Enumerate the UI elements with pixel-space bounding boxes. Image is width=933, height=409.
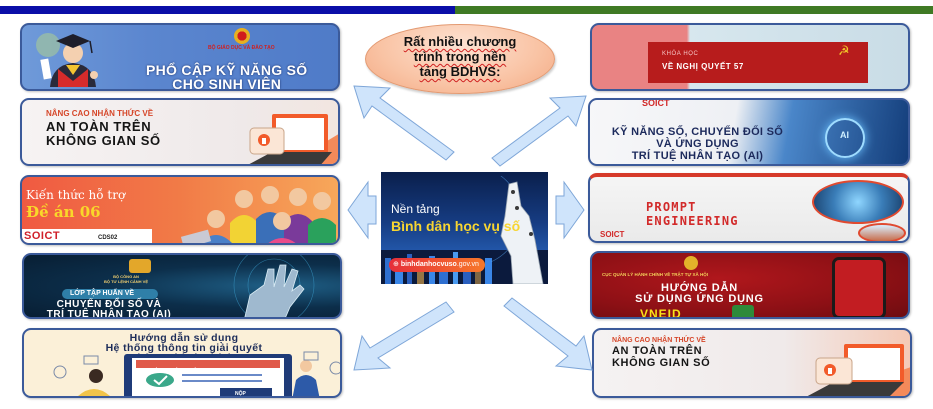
title-line: PHỔ CẬP KỸ NĂNG SỐ: [146, 62, 308, 78]
course-title: PROMPT ENGINEERING: [646, 200, 739, 228]
callout-text: Rất nhiều chương trình trong nền tảng BD…: [366, 34, 554, 79]
course-title: VỀ NGHỊ QUYẾT 57: [662, 62, 744, 71]
screen-header-label: THỦ TỤC HÀNH CHÍNH: [148, 368, 203, 374]
course-title: AN TOÀN TRÊN KHÔNG GIAN SỐ: [46, 120, 161, 148]
course-subtitle: NÂNG CAO NHẬN THỨC VỀ: [46, 109, 154, 118]
arrow-left-icon: [347, 180, 377, 240]
course-title: HƯỚNG DẪN SỬ DỤNG ỨNG DỤNG: [592, 283, 807, 305]
course-subtitle: Kiến thức hỗ trợ: [26, 188, 126, 202]
platform-url[interactable]: ⊕ binhdanhocvuso.gov.vn: [393, 260, 479, 268]
callout-line: tảng BDHVS:: [419, 64, 501, 79]
org-line: BỘ CÔNG AN: [113, 274, 139, 279]
course-card-prompt-engineering[interactable]: PROMPT ENGINEERING SOICT: [588, 173, 910, 243]
laptop-lock-illustration: [807, 344, 910, 396]
title-line: Hướng dẫn sử dụng: [129, 332, 239, 344]
ai-chip-icon: [825, 118, 865, 158]
title-line: SỬ DỤNG ỨNG DỤNG: [635, 293, 764, 305]
vneid-app-icon: [732, 305, 754, 317]
callout-line: Rất nhiều chương: [403, 34, 517, 49]
platform-label: Nền tảng: [391, 202, 440, 216]
course-card-online-safety-2[interactable]: NÂNG CAO NHẬN THỨC VỀ AN TOÀN TRÊN KHÔNG…: [592, 328, 912, 398]
title-line: CHUYỂN ĐỔI SỐ VÀ: [56, 299, 162, 310]
header-bar-blue: [0, 6, 455, 14]
laptop-lock-illustration: [249, 114, 338, 164]
ai-label: AI: [840, 130, 849, 140]
course-subtitle: KHÓA HỌC: [662, 51, 699, 57]
title-line: VÀ ỨNG DỤNG: [656, 138, 739, 150]
national-emblem-icon: [234, 28, 250, 44]
title-line: KHÔNG GIAN SỐ: [612, 357, 711, 369]
ai-image-circle: [812, 180, 904, 224]
course-card-online-safety[interactable]: NÂNG CAO NHẬN THỨC VỀ AN TOÀN TRÊN KHÔNG…: [20, 98, 340, 166]
title-line: KỸ NĂNG SỐ, CHUYỂN ĐỔI SỐ: [611, 126, 784, 138]
course-code: CDS02: [98, 235, 118, 241]
platform-banner[interactable]: Nền tảng Bình dân học vụ số ⊕ binhdanhoc…: [381, 172, 548, 284]
robot-hand-illustration: [491, 176, 544, 284]
arrow-up-right-icon: [491, 95, 587, 167]
title-line: HƯỚNG DẪN: [660, 282, 739, 294]
soict-logo: SOICT: [24, 230, 61, 242]
platform-name: Bình dân học vụ số: [391, 218, 521, 234]
arrow-down-right-icon: [503, 297, 593, 371]
title-line: KHÔNG GIAN SỐ: [46, 133, 161, 148]
arrow-up-left-icon: [353, 85, 455, 161]
arrow-down-left-icon: [353, 301, 455, 371]
submit-button-label: NỘP: [235, 391, 246, 397]
group-of-people-illustration: [180, 186, 336, 243]
soict-logo: SOICT: [600, 230, 625, 239]
arrow-right-icon: [555, 180, 585, 240]
card-footer: [22, 229, 152, 243]
course-title: KỸ NĂNG SỐ, CHUYỂN ĐỔI SỐ VÀ ỨNG DỤNG TR…: [590, 126, 805, 162]
title-line: ENGINEERING: [646, 214, 739, 228]
title-line: CHO SINH VIÊN: [172, 76, 282, 91]
soict-logo: SOICT: [642, 98, 670, 108]
police-emblem-icon: [684, 256, 698, 270]
header-bar-green: [455, 6, 933, 14]
callout-line: trình trong nền: [413, 49, 507, 64]
title-line: PROMPT: [646, 200, 697, 214]
course-card-digital-skills-ai[interactable]: SOICT KỸ NĂNG SỐ, CHUYỂN ĐỔI SỐ VÀ ỨNG D…: [588, 98, 910, 166]
url-domain: binhdanhocvuso: [400, 261, 457, 268]
phone-illustration: [832, 257, 886, 317]
course-title: Đề án 06: [26, 203, 101, 221]
course-card-digital-skills-students[interactable]: BỘ GIÁO DỤC VÀ ĐÀO TẠO PHỔ CẬP KỸ NĂNG S…: [20, 23, 340, 91]
url-pill[interactable]: [389, 258, 485, 272]
graduate-student-illustration: [36, 33, 98, 87]
course-title: AN TOÀN TRÊN KHÔNG GIAN SỐ: [612, 345, 710, 369]
organization-label: CỤC QUẢN LÝ HÀNH CHÍNH VỀ TRẬT TỰ XÃ HỘI: [602, 272, 708, 277]
ministry-label: BỘ GIÁO DỤC VÀ ĐÀO TẠO: [208, 45, 275, 51]
title-line: TRÍ TUỆ NHÂN TẠO (AI): [46, 309, 172, 319]
organization-label: BỘ CÔNG AN BỘ TƯ LỆNH CẢNH VỆ: [104, 274, 148, 284]
course-type-pill: [62, 289, 158, 299]
title-line: AN TOÀN TRÊN: [46, 119, 152, 134]
course-title: PHỔ CẬP KỸ NĂNG SỐ CHO SINH VIÊN: [146, 62, 308, 91]
app-name: VNEID: [640, 307, 682, 319]
course-card-vneid[interactable]: CỤC QUẢN LÝ HÀNH CHÍNH VỀ TRẬT TỰ XÃ HỘI…: [590, 251, 910, 319]
course-card-project-06[interactable]: Kiến thức hỗ trợ Đề án 06 SOICT CDS02: [20, 175, 340, 245]
course-card-digital-transformation-ai-police[interactable]: BỘ CÔNG AN BỘ TƯ LỆNH CẢNH VỆ LỚP TẬP HU…: [22, 253, 342, 319]
callout-bubble: Rất nhiều chương trình trong nền tảng BD…: [365, 24, 555, 94]
robot-hand-illustration: [233, 255, 315, 317]
hammer-sickle-icon: ☭: [838, 43, 850, 58]
course-card-resolution-57[interactable]: KHÓA HỌC VỀ NGHỊ QUYẾT 57 ☭: [590, 23, 910, 91]
title-line: AN TOÀN TRÊN: [612, 345, 703, 357]
title-box: [648, 42, 868, 83]
url-tld: .gov.vn: [456, 261, 479, 268]
course-card-admin-procedures[interactable]: Hướng dẫn sử dụng Hệ thống thông tin giả…: [22, 328, 342, 398]
globe-icon: ⊕: [393, 261, 401, 268]
police-badge-icon: [129, 259, 151, 273]
org-line: BỘ TƯ LỆNH CẢNH VỆ: [104, 279, 148, 284]
course-type-label: LỚP TẬP HUẤN VỀ: [70, 290, 135, 297]
title-line: Hệ thống thông tin giải quyết: [105, 342, 263, 354]
title-line: TRÍ TUỆ NHÂN TẠO (AI): [631, 150, 764, 162]
course-subtitle: NÂNG CAO NHẬN THỨC VỀ: [612, 337, 706, 344]
people-image-circle: [858, 223, 906, 241]
course-title: CHUYỂN ĐỔI SỐ VÀ TRÍ TUỆ NHÂN TẠO (AI): [24, 299, 194, 319]
admin-procedure-illustration: [53, 351, 340, 396]
